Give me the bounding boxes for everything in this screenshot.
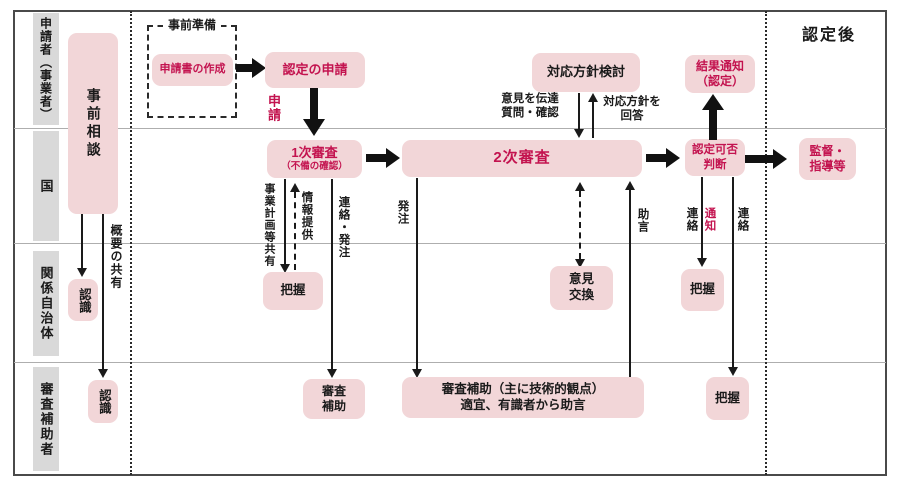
opinion-exchange-line2: 交換 <box>568 288 594 302</box>
opinion-exchange-box: 意見 交換 <box>550 266 613 310</box>
order-label: 発注 <box>396 200 409 225</box>
arrow-contact-order-line <box>331 179 333 369</box>
arrow-info-provision-head <box>290 183 300 192</box>
certification-application-box: 認定の申請 <box>265 52 365 88</box>
advance-preparation-label: 事前準備 <box>162 18 222 34</box>
grasp-box-municipality: 把握 <box>681 269 724 311</box>
contact-order-label: 連絡・発注 <box>337 196 350 259</box>
supervision-line1: 監督・ <box>809 144 846 158</box>
contact-assist-label: 連絡 <box>736 207 749 232</box>
arrow-review1-to-review2-head <box>386 148 400 168</box>
arrow-opinion-exchange-dashed-line <box>579 191 581 259</box>
arrow-policy-up-head <box>588 93 598 102</box>
arrowhead-consult-to-assist <box>98 369 108 378</box>
post-certification-heading: 認定後 <box>801 27 856 44</box>
review-assist-box: 審査 補助 <box>303 379 365 419</box>
decision-line1: 認定可否 <box>692 144 738 157</box>
lane-separator-3 <box>14 362 886 363</box>
decision-line2: 判断 <box>703 158 727 171</box>
second-review-box: 2次審査 <box>402 140 642 177</box>
arrow-order-line <box>416 178 418 369</box>
notice-label: 通知 <box>703 207 716 232</box>
result-notice-line2: （認定） <box>695 74 744 88</box>
arrow-opinion-exchange-head-up <box>575 182 585 191</box>
advice-label: 助言 <box>636 208 649 233</box>
policy-reply-label: 対応方針を 回答 <box>596 95 668 124</box>
first-review-title: 1次審査 <box>291 144 338 160</box>
arrow-order-head <box>412 369 422 378</box>
arrowhead-consult-to-muni <box>77 268 87 277</box>
arrow-line-consult-to-assist <box>102 214 104 370</box>
decision-box: 認定可否 判断 <box>685 139 745 176</box>
contact-muni-label: 連絡 <box>685 207 698 232</box>
recognition-box-assistant: 認識 <box>88 380 118 423</box>
lane-label-municipalities: 関係自治体 <box>33 251 59 356</box>
policy-review-box: 対応方針検討 <box>532 53 640 92</box>
arrow-decision-to-supervision-shaft <box>745 155 773 163</box>
convey-opinion-line1: 意見を伝達 <box>501 93 559 105</box>
arrow-review2-to-decision-head <box>666 148 680 168</box>
technical-assist-line2: 適宜、有識者から助言 <box>460 397 586 412</box>
review-assist-line1: 審査 <box>321 384 346 398</box>
lane-label-national-government: 国 <box>33 131 59 241</box>
technical-assist-line1: 審査補助（主に技術的観点） <box>441 381 605 396</box>
arrow-contact-order-head <box>327 369 337 378</box>
lane-label-review-assistants: 審査補助者 <box>33 367 59 471</box>
phase-divider-post-certification <box>765 11 767 475</box>
phase-divider-preparation <box>130 11 132 475</box>
convey-opinion-label: 意見を伝達 質問・確認 <box>490 92 570 121</box>
arrow-contact-assist-head <box>728 367 738 376</box>
lane-separator-2 <box>14 243 886 244</box>
overview-share-label: 概要の共有 <box>109 224 123 289</box>
arrow-create-to-apply-head <box>252 58 266 78</box>
arrow-apply-down-shaft <box>310 88 318 121</box>
result-notice-box: 結果通知 （認定） <box>685 55 755 93</box>
arrow-policy-up-line <box>592 102 594 138</box>
arrow-opinion-exchange-head-down <box>575 259 585 268</box>
opinion-exchange-line1: 意見 <box>568 272 594 287</box>
result-notice-line1: 結果通知 <box>695 59 744 73</box>
arrow-review2-to-decision-shaft <box>646 154 666 162</box>
policy-reply-line1: 対応方針を <box>603 96 661 108</box>
arrow-apply-down-head <box>303 119 325 136</box>
first-review-box: 1次審査 （不備の確認） <box>267 140 362 178</box>
lane-label-applicant: 申請者（事業者） <box>33 13 59 125</box>
grasp-box-assistant: 把握 <box>706 377 749 420</box>
arrow-advice-head <box>625 181 635 190</box>
arrow-info-provision-dashed-line <box>294 192 296 270</box>
arrow-review1-to-grasp-head <box>280 264 290 273</box>
arrow-review1-to-review2-shaft <box>366 154 386 162</box>
convey-opinion-line2: 質問・確認 <box>501 107 559 120</box>
share-plan-label: 事業計画等共有 <box>263 183 275 267</box>
grasp-box-review1: 把握 <box>263 272 323 310</box>
application-arrow-label: 申請 <box>266 94 281 122</box>
arrow-decision-to-supervision-head <box>773 149 787 169</box>
arrow-decision-to-result-head <box>702 94 724 110</box>
technical-assist-box: 審査補助（主に技術的観点） 適宜、有識者から助言 <box>402 377 644 418</box>
create-application-box: 申請書の作成 <box>152 54 233 86</box>
arrow-contact-notice-head <box>697 258 707 267</box>
review-assist-line2: 補助 <box>321 399 346 413</box>
prior-consultation-box: 事前相談 <box>68 33 118 214</box>
arrow-decision-to-result-shaft <box>709 109 717 140</box>
recognition-box-municipality: 認識 <box>68 279 98 321</box>
arrow-policy-down-head <box>574 129 584 138</box>
supervision-box: 監督・ 指導等 <box>799 138 856 180</box>
lane-separator-1 <box>14 128 886 129</box>
arrow-create-to-apply-shaft <box>236 64 252 72</box>
policy-reply-line2: 回答 <box>620 110 644 123</box>
arrow-policy-down-line <box>578 93 580 129</box>
arrow-line-consult-to-muni <box>81 214 83 269</box>
arrow-contact-notice-line <box>701 177 703 258</box>
info-provision-label: 情報提供 <box>300 191 313 241</box>
arrow-review1-to-grasp-line <box>284 179 286 264</box>
arrow-contact-assist-line <box>732 177 734 367</box>
first-review-subtitle: （不備の確認） <box>281 161 348 173</box>
arrow-advice-line <box>629 190 631 377</box>
supervision-line2: 指導等 <box>809 159 846 173</box>
